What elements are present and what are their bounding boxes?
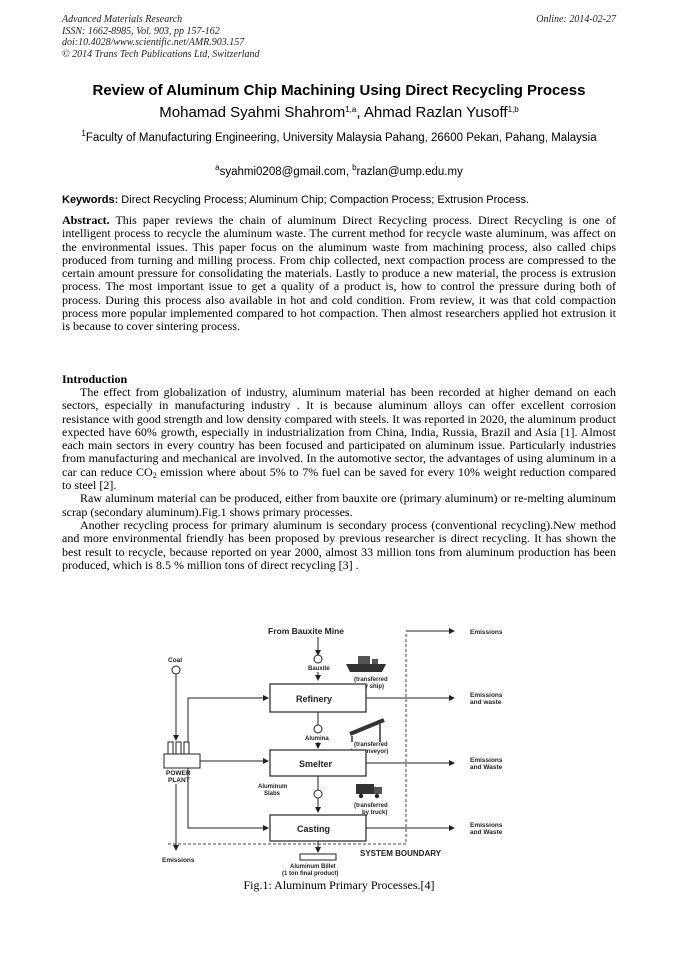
co2-subscript: 2 bbox=[152, 470, 157, 480]
author-1-affil: 1,a bbox=[345, 105, 357, 114]
doi-line: doi:10.4028/www.scientific.net/AMR.903.1… bbox=[62, 37, 245, 48]
casting-label: Casting bbox=[297, 824, 330, 834]
figure-1: From Bauxite Mine Emissions Bauxite (tra… bbox=[158, 622, 530, 878]
billet-shape bbox=[299, 853, 337, 861]
author-emails: asyahmi0208@gmail.com, brazlan@ump.edu.m… bbox=[70, 163, 608, 179]
system-boundary-line bbox=[168, 632, 407, 845]
truck-icon bbox=[356, 784, 382, 799]
process-flow-diagram: From Bauxite Mine Emissions Bauxite (tra… bbox=[162, 626, 503, 877]
system-boundary-label: SYSTEM BOUNDARY bbox=[360, 849, 442, 858]
ship-icon bbox=[346, 656, 386, 672]
abstract: Abstract. This paper reviews the chain o… bbox=[62, 213, 616, 334]
email-b: razlan@ump.edu.my bbox=[356, 166, 463, 178]
emissions-top-label: Emissions bbox=[470, 629, 503, 636]
keywords-label: Keywords: bbox=[62, 194, 119, 206]
author-list: Mohamad Syahmi Shahrom1,a, Ahmad Razlan … bbox=[30, 104, 648, 121]
figure-caption: Fig.1: Aluminum Primary Processes.[4] bbox=[243, 878, 435, 892]
truck-label-1: (transferred bbox=[354, 803, 388, 809]
paragraph-1: The effect from globalization of industr… bbox=[62, 385, 616, 493]
email-b-marker: b bbox=[352, 163, 357, 172]
journal-name: Advanced Materials Research bbox=[62, 14, 183, 25]
power-to-casting-arrow bbox=[187, 768, 269, 831]
bauxite-label: Bauxite bbox=[308, 666, 330, 672]
paragraph-2: Raw aluminum material can be produced, e… bbox=[62, 491, 616, 519]
ship-label-1: (transferred bbox=[354, 677, 388, 683]
emissions-waste-3a: Emissions bbox=[470, 822, 503, 829]
power-label-2: PLANT bbox=[168, 777, 190, 784]
author-2-affil: 1,b bbox=[507, 105, 519, 114]
author-2: Ahmad Razlan Yusoff bbox=[363, 104, 508, 121]
smelter-label: Smelter bbox=[299, 759, 333, 769]
conveyor-label-1: (transferred bbox=[354, 742, 388, 748]
casting-box bbox=[269, 814, 367, 842]
online-date: Online: 2014-02-27 bbox=[536, 14, 616, 25]
ship-label-2: by ship) bbox=[361, 684, 384, 690]
affiliation-number: 1 bbox=[81, 129, 86, 138]
emissions-waste-1a: Emissions bbox=[470, 692, 503, 699]
slabs-label-1: Aluminum bbox=[258, 784, 287, 790]
power-to-refinery-arrow bbox=[187, 695, 269, 742]
truck-label-2: by truck) bbox=[362, 810, 387, 816]
coal-node bbox=[171, 665, 181, 675]
alumina-node bbox=[313, 724, 323, 734]
abstract-label: Abstract. bbox=[62, 213, 110, 227]
keywords: Keywords: Direct Recycling Process; Alum… bbox=[62, 194, 622, 206]
paragraph-3: Another recycling process for primary al… bbox=[62, 517, 616, 572]
keywords-text: Direct Recycling Process; Aluminum Chip;… bbox=[118, 194, 530, 206]
paragraph-1-text-b: emission where about 5% to 7% fuel can b… bbox=[62, 464, 616, 493]
paragraph-1-text-a: The effect from globalization of industr… bbox=[62, 385, 616, 479]
copyright-line: © 2014 Trans Tech Publications Ltd, Swit… bbox=[62, 48, 260, 60]
slabs-node bbox=[313, 789, 323, 799]
paper-title: Review of Aluminum Chip Machining Using … bbox=[92, 82, 586, 99]
issn-line: ISSN: 1662-8985, Vol. 903, pp 157-162 bbox=[62, 25, 220, 37]
abstract-text: This paper reviews the chain of aluminum… bbox=[62, 213, 616, 334]
emissions-bottom-label: Emissions bbox=[162, 857, 195, 864]
refinery-label: Refinery bbox=[296, 694, 332, 704]
email-a-marker: a bbox=[215, 163, 220, 172]
introduction-body: The effect from globalization of industr… bbox=[62, 385, 616, 572]
conveyor-label-2: by conveyor) bbox=[351, 749, 388, 755]
emissions-waste-1b: and waste bbox=[470, 699, 502, 706]
email-a: syahmi0208@gmail.com, bbox=[219, 166, 353, 178]
power-label-1: POWER bbox=[166, 770, 191, 777]
billet-label-2: (1 ton final product) bbox=[282, 871, 338, 877]
billet-label-1: Aluminum Billet bbox=[290, 864, 336, 870]
slabs-label-2: Slabs bbox=[264, 791, 281, 797]
emissions-waste-2a: Emissions bbox=[470, 757, 503, 764]
running-header: Advanced Materials Research ISSN: 1662-8… bbox=[62, 14, 616, 60]
introduction-heading: Introduction bbox=[62, 372, 128, 386]
bauxite-node bbox=[313, 654, 323, 664]
coal-label: Coal bbox=[168, 657, 182, 664]
power-plant-icon bbox=[163, 741, 201, 769]
emissions-waste-2b: and Waste bbox=[470, 764, 503, 771]
alumina-label: Alumina bbox=[305, 736, 329, 742]
author-separator: , bbox=[356, 104, 364, 121]
emissions-waste-3b: and Waste bbox=[470, 829, 503, 836]
conveyor-icon bbox=[349, 718, 385, 742]
from-bauxite-mine-label: From Bauxite Mine bbox=[268, 626, 344, 636]
affiliation-text: Faculty of Manufacturing Engineering, Un… bbox=[85, 132, 597, 144]
author-1: Mohamad Syahmi Shahrom bbox=[159, 104, 346, 121]
affiliation: 1Faculty of Manufacturing Engineering, U… bbox=[70, 129, 608, 145]
